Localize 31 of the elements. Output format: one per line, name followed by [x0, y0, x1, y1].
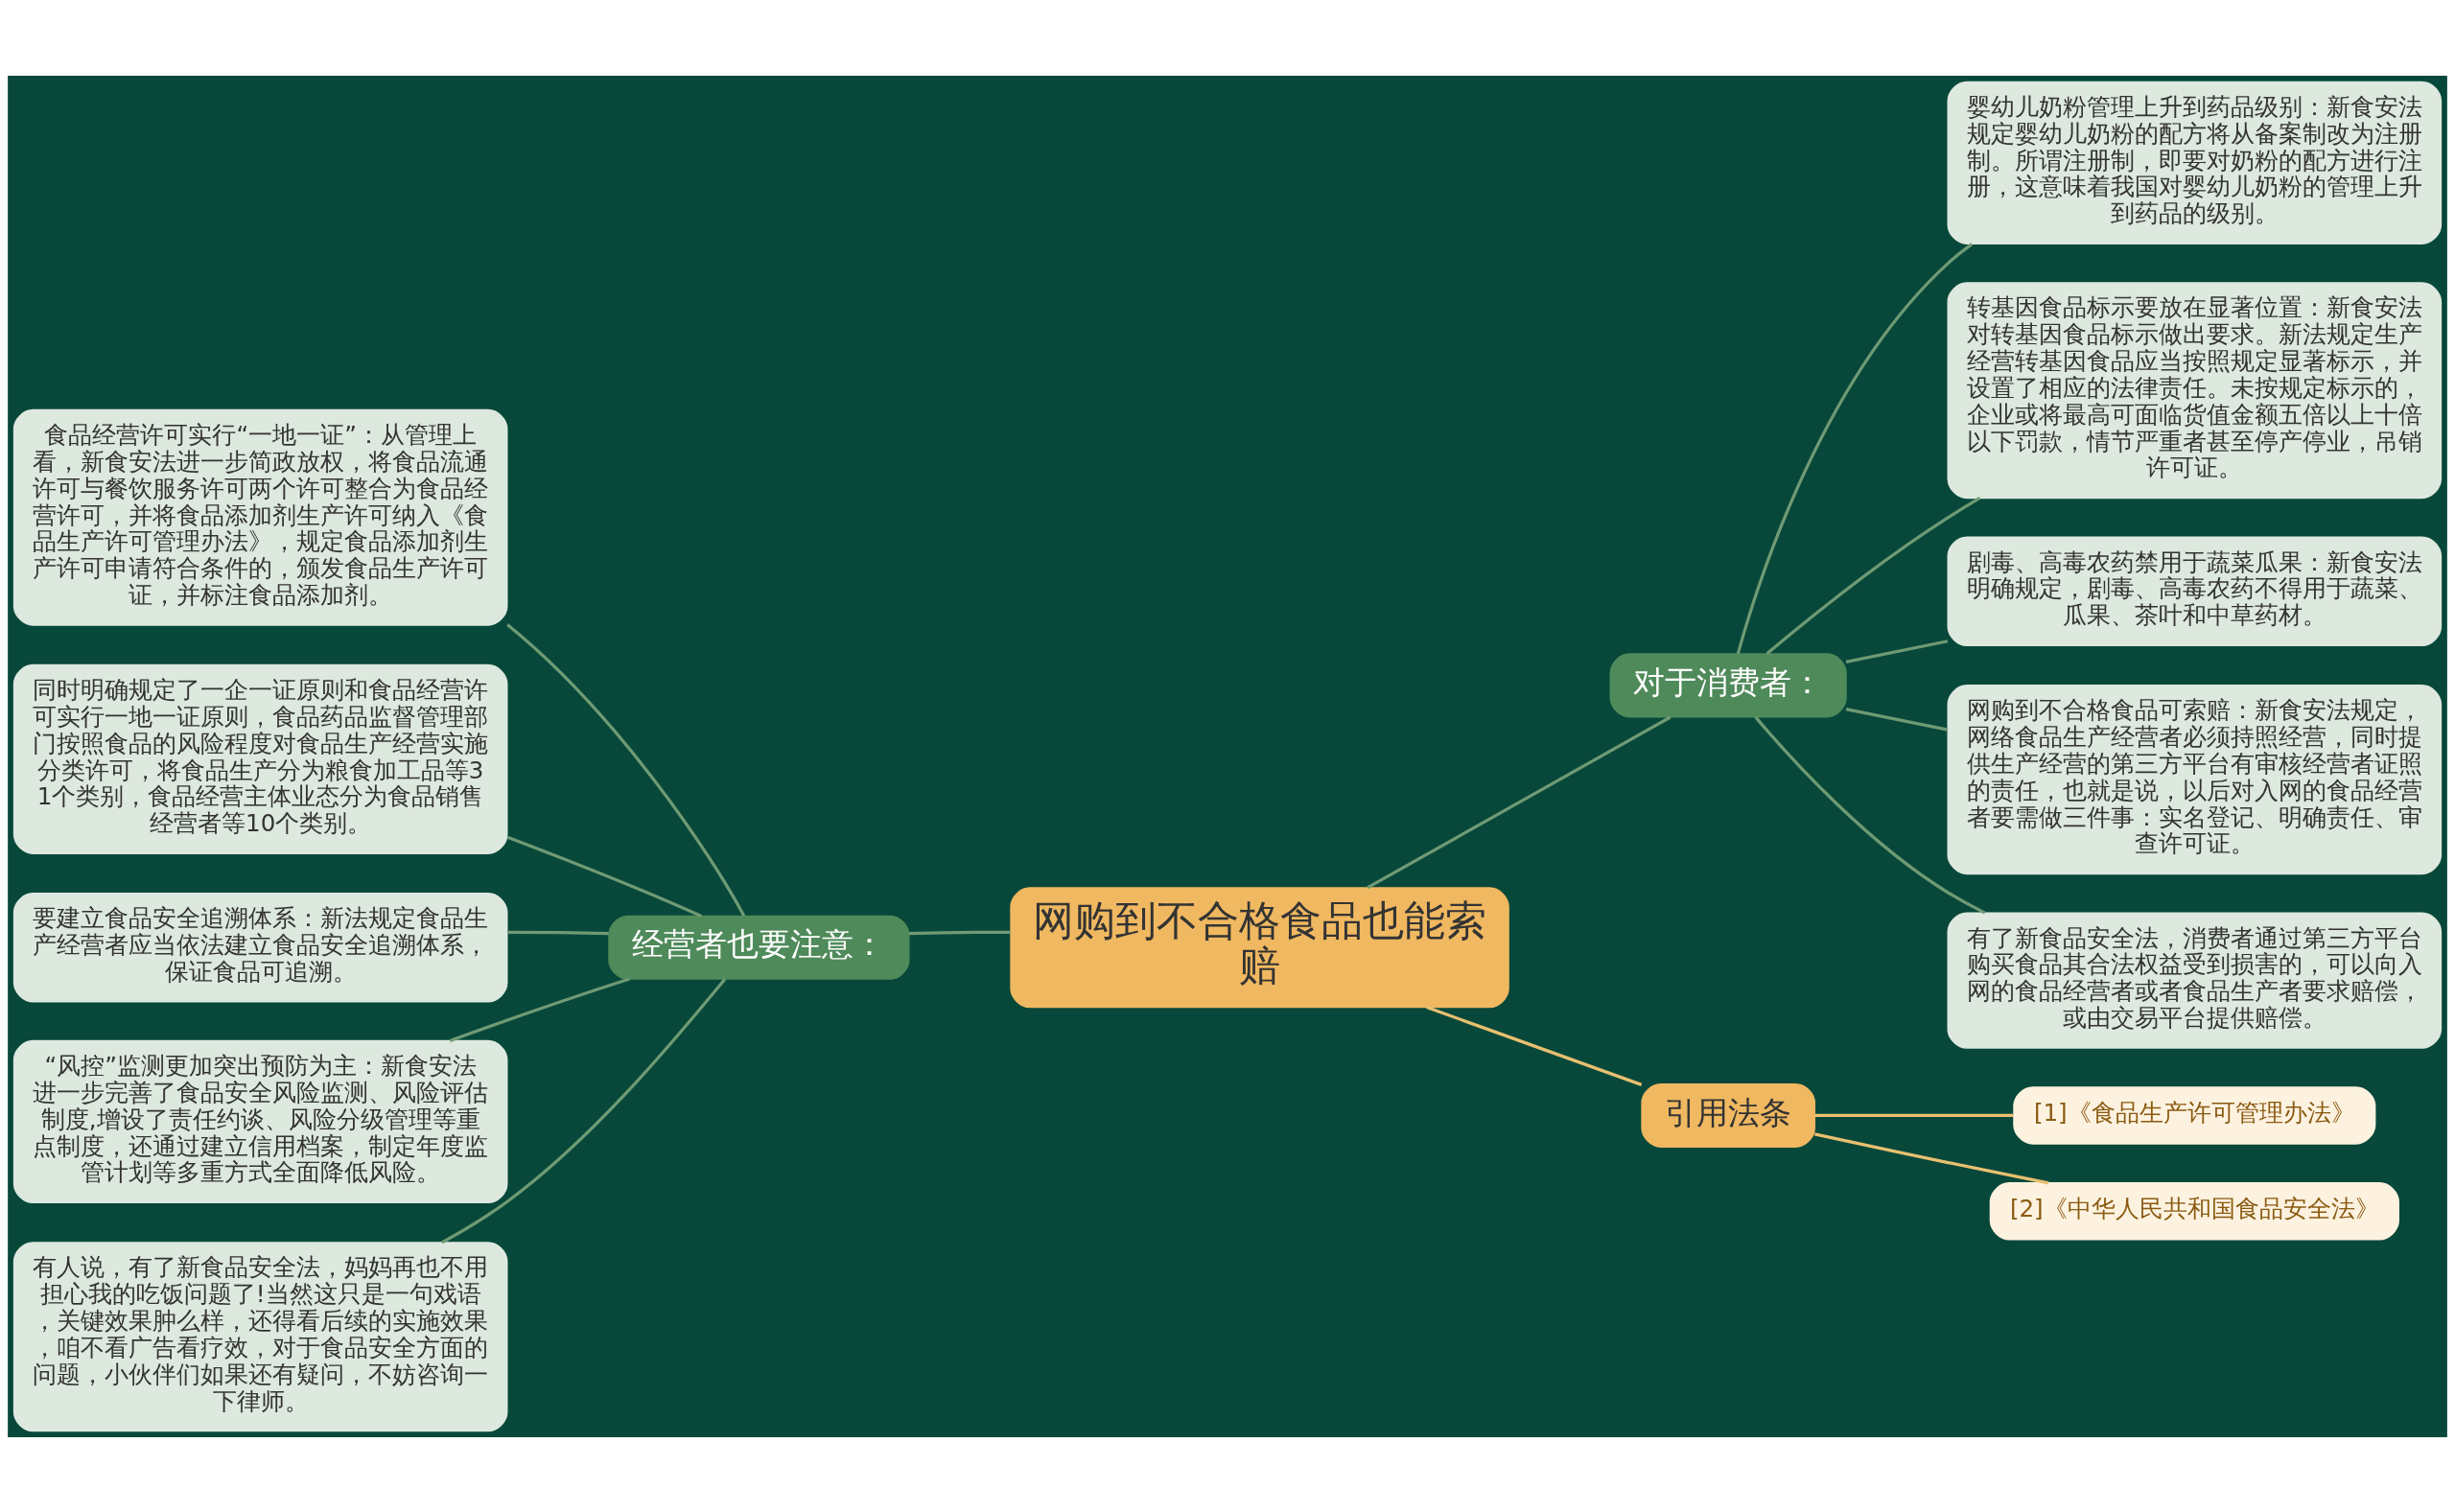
connector: [506, 835, 703, 918]
node-box: 有了新食品安全法，消费者通过第三方平台购买食品其合法权益受到损害的，可以向入网的食品经营者或者食品生产者要求赔偿，或由交易平台提供赔偿。: [1947, 911, 2443, 1049]
connector: [441, 977, 727, 1244]
node-box: 同时明确规定了一企一证原则和食品经营许可实行一地一证原则，食品药品监督管理部门按照食品的风险程度对食品生产经营实施分类许可，将食品生产分为粮食加工品等31个类别，食品经营主体业态分为食品销售经营者等10个类别。: [12, 663, 508, 854]
node-box: 引用法条: [1641, 1082, 1815, 1148]
connector: [1814, 1131, 2049, 1184]
connector: [507, 930, 609, 935]
node-box: 食品经营许可实行“一地一证”：从管理上看，新食安法进一步简政放权，将食品流通许可与餐饮服务许可两个许可整合为食品经营许可，并将食品添加剂生产许可纳入《食品生产许可管理办法》，规定食品添加剂生产许可申请符合条件的，颁发食品生产许可证，并标注食品添加剂。: [12, 408, 508, 626]
node-box: 要建立食品安全追溯体系：新法规定食品生产经营者应当依法建立食品安全追溯体系，保证食品可追溯。: [12, 892, 508, 1003]
connector: [506, 622, 746, 917]
node-box: 婴幼儿奶粉管理上升到药品级别：新食安法规定婴幼儿奶粉的配方将从备案制改为注册制。所谓注册制，即要对奶粉的配方进行注册，这意味着我国对婴幼儿奶粉的管理上升到药品的级别。: [1947, 81, 2443, 244]
node-box: 对于消费者：: [1609, 652, 1847, 717]
node-box: 网购到不合格食品也能索赔: [1010, 886, 1509, 1008]
node-box: [2]《中华人民共和国食品安全法》: [1989, 1181, 2399, 1241]
connector: [1845, 707, 1949, 732]
connector: [1814, 1113, 2014, 1117]
connector: [1765, 496, 1981, 655]
connector: [1736, 242, 1974, 654]
connector: [1845, 639, 1949, 663]
connector: [908, 930, 1011, 935]
connector: [1754, 715, 1986, 915]
node-box: 经营者也要注意：: [608, 915, 910, 980]
node-box: 剧毒、高毒农药禁用于蔬菜瓜果：新食安法明确规定，剧毒、高毒农药不得用于蔬菜、瓜果、茶叶和中草药材。: [1947, 535, 2443, 646]
node-box: [1]《食品生产许可管理办法》: [2013, 1085, 2376, 1145]
connector: [449, 976, 630, 1042]
node-box: “风控”监测更加突出预防为主：新食安法进一步完善了食品安全风险监测、风险评估制度,增设了责任约谈、风险分级管理等重点制度，还通过建立信用档案，制定年度监管计划等多重方式全面降低风险。: [12, 1039, 508, 1203]
node-box: 网购到不合格食品可索赔：新食安法规定，网络食品生产经营者必须持照经营，同时提供生产经营的第三方平台有审核经营者证照的责任，也就是说，以后对入网的食品经营者要需做三件事：实名登记、明确责任、审查许可证。: [1947, 684, 2443, 874]
connector: [1426, 1005, 1643, 1086]
connector: [1367, 715, 1672, 889]
node-box: 有人说，有了新食品安全法，妈妈再也不用担心我的吃饭问题了!当然这只是一句戏语，关键效果肿么样，还得看后续的实施效果，咱不看广告看疗效，对于食品安全方面的问题，小伙伴们如果还有疑问，不妨咨询一下律师。: [12, 1241, 508, 1431]
node-box: 转基因食品标示要放在显著位置：新食安法对转基因食品标示做出要求。新法规定生产经营转基因食品应当按照规定显著标示，并设置了相应的法律责任。未按规定标示的，企业或将最高可面临货值金额五倍以上十倍以下罚款，情节严重者甚至停产停业，吊销许可证。: [1947, 281, 2443, 499]
